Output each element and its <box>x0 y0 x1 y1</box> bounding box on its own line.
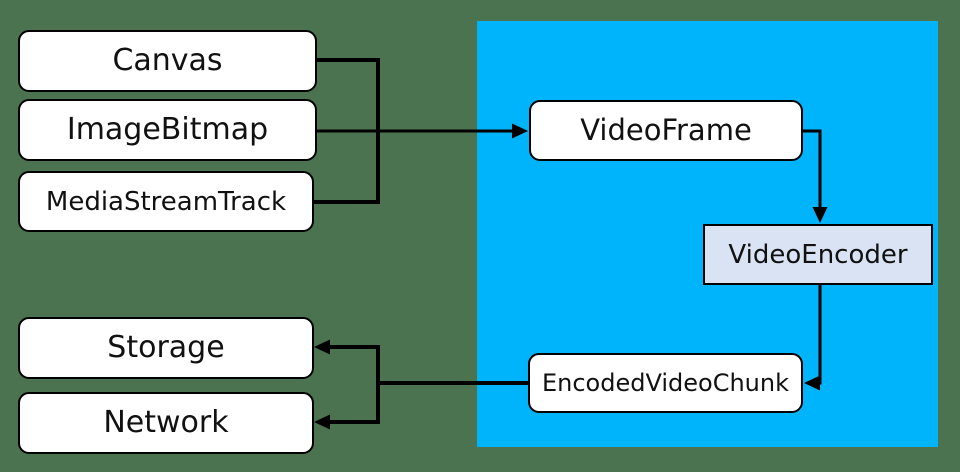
node-encoded-video-chunk-label: EncodedVideoChunk <box>541 369 790 397</box>
node-video-frame-label: VideoFrame <box>580 113 752 147</box>
node-canvas-label: Canvas <box>112 43 223 78</box>
arrowhead-into-storage <box>314 339 330 355</box>
node-image-bitmap: ImageBitmap <box>18 99 317 161</box>
node-media-stream-track: MediaStreamTrack <box>18 171 314 232</box>
node-network-label: Network <box>103 405 229 440</box>
arrowhead-into-network <box>314 414 330 430</box>
node-video-encoder: VideoEncoder <box>703 224 933 285</box>
node-canvas: Canvas <box>18 30 317 92</box>
node-storage-label: Storage <box>107 330 225 365</box>
node-video-frame: VideoFrame <box>529 100 803 161</box>
node-media-stream-track-label: MediaStreamTrack <box>45 186 287 217</box>
node-encoded-video-chunk: EncodedVideoChunk <box>528 353 803 413</box>
node-network: Network <box>18 392 314 454</box>
node-image-bitmap-label: ImageBitmap <box>66 112 269 147</box>
node-storage: Storage <box>18 317 314 379</box>
node-video-encoder-label: VideoEncoder <box>728 239 908 270</box>
